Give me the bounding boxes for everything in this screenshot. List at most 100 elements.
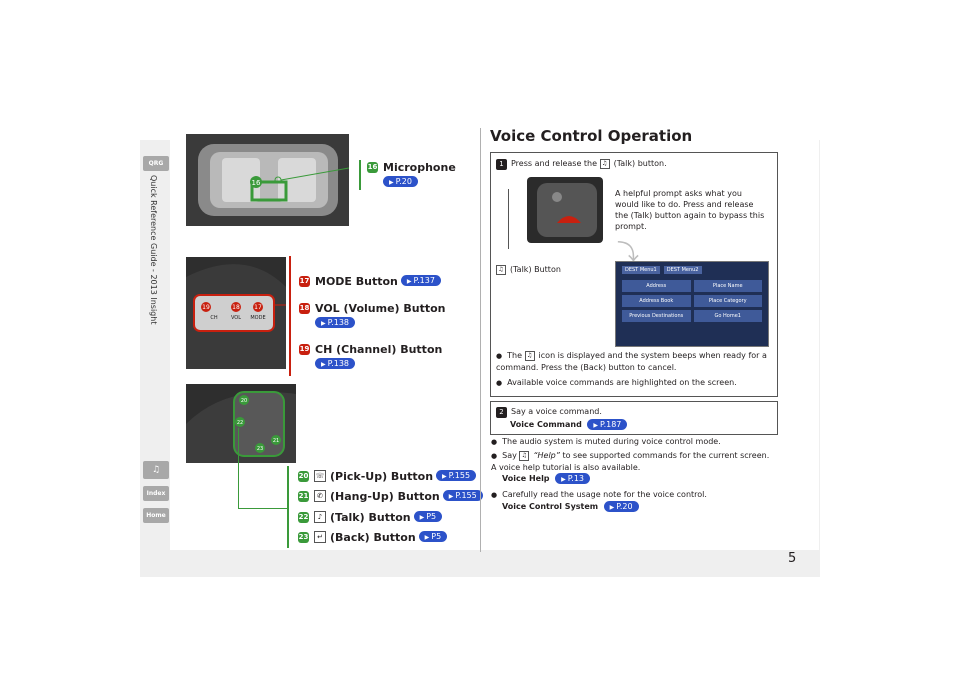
nav-tab: DEST Menu1	[622, 266, 660, 274]
nav-item: Place Name	[693, 280, 762, 292]
pickup-icon: ☏	[314, 470, 326, 482]
talk-label-text: (Talk) Button	[510, 265, 561, 274]
nav-item: Address	[622, 280, 691, 292]
step-number: 2	[496, 407, 507, 418]
voice-command-link[interactable]: Voice Command	[510, 420, 582, 429]
note-text: The audio system is muted during voice c…	[502, 437, 721, 446]
callout-label: CH (Channel) Button	[315, 343, 443, 356]
callout-mode-button: 17 MODE Button P.137	[299, 275, 441, 288]
right-wheel-callout-hline	[238, 508, 288, 509]
callout-number: 22	[298, 512, 309, 523]
voice-help-link[interactable]: Voice Help	[502, 474, 550, 483]
page-ref-link[interactable]: P.187	[587, 419, 628, 430]
left-wheel-callout-line	[289, 256, 291, 376]
callout-talk-button: 22 ♪ (Talk) Button P5	[298, 511, 443, 524]
photo-badge-20: 20	[241, 398, 247, 404]
callout-label: (Hang-Up) Button	[330, 490, 440, 503]
note-text-pre: Say	[502, 451, 517, 460]
callout-number: 23	[298, 532, 309, 543]
talk-button-photo	[527, 177, 603, 243]
step2-instruction: 2 Say a voice command.	[496, 406, 602, 418]
left-wheel-buttons: CH VOL MODE	[210, 315, 265, 321]
page-ref-link[interactable]: P.138	[315, 316, 356, 328]
mic-callout-line	[359, 160, 361, 190]
callout-label: (Pick-Up) Button	[330, 470, 434, 483]
page-ref-link[interactable]: P.137	[400, 275, 441, 286]
note-text: Carefully read the usage note for the vo…	[502, 490, 707, 499]
talk-icon: ♫	[519, 450, 530, 461]
callout-label: VOL (Volume) Button	[315, 302, 446, 315]
photo-badge-22: 22	[237, 420, 243, 426]
talk-pointer-line	[508, 189, 509, 249]
home-tab[interactable]: Home	[143, 508, 169, 523]
step2-text: Say a voice command.	[511, 407, 602, 416]
photo-badge-19: 19	[202, 304, 210, 311]
note-2: Say ♫“Help” to see supported commands fo…	[491, 450, 776, 484]
talk-icon: ♫	[524, 350, 535, 361]
page-ref-link[interactable]: P5	[418, 531, 448, 542]
vol-photo-label: VOL	[231, 315, 241, 321]
callout-ch-button: 19 CH (Channel) Button P.138	[299, 343, 442, 369]
callout-number: 21	[298, 491, 309, 502]
step-number: 1	[496, 159, 507, 170]
callout-label: (Talk) Button	[330, 511, 411, 524]
mic-photo-label: 16	[252, 179, 261, 187]
callout-label: Microphone	[383, 161, 456, 174]
nav-tab: DEST Menu2	[663, 266, 702, 274]
page-ref-link[interactable]: P.155	[436, 470, 477, 481]
page-ref-link[interactable]: P.13	[555, 473, 591, 484]
nav-screen-tabs: DEST Menu1 DEST Menu2	[616, 262, 768, 278]
note-1: The audio system is muted during voice c…	[491, 436, 776, 448]
qrg-tab[interactable]: QRG	[143, 156, 169, 171]
nav-item: Go Home1	[693, 310, 762, 322]
bullet-text: Available voice commands are highlighted…	[507, 378, 737, 387]
page-ref-link[interactable]: P.20	[603, 501, 639, 512]
left-switch-illustration: CH VOL MODE 19 18 17	[186, 264, 286, 369]
back-icon: ↵	[314, 531, 326, 543]
down-arrow-icon: ⤵	[617, 241, 640, 266]
nav-screen: DEST Menu1 DEST Menu2 Address Place Name…	[615, 261, 769, 347]
page-ref-link[interactable]: P.138	[315, 357, 356, 369]
note-3: Carefully read the usage note for the vo…	[491, 489, 776, 512]
step2-link-row: Voice Command P.187	[510, 419, 628, 430]
help-command: “Help”	[533, 451, 560, 460]
voice-control-system-link[interactable]: Voice Control System	[502, 502, 599, 511]
voice-talk-tab[interactable]: ♫	[143, 461, 169, 479]
step1-bullet-1: The ♫icon is displayed and the system be…	[496, 350, 774, 373]
note-text-post: to see supported commands for the curren…	[491, 451, 770, 472]
overhead-console-illustration: 16	[198, 144, 349, 216]
callout-number: 20	[298, 471, 309, 482]
column-divider	[480, 128, 481, 552]
hangup-icon: ✆	[314, 490, 326, 502]
photo-badge-17: 17	[254, 304, 262, 311]
callout-number: 16	[367, 162, 378, 173]
microphone-photo: 16	[186, 134, 349, 226]
left-wheel-photo: CH VOL MODE 19 18 17	[186, 257, 286, 369]
nav-item: Place Category	[693, 295, 762, 307]
bullet-text-post: icon is displayed and the system beeps w…	[496, 351, 767, 372]
step1-bullet-2: Available voice commands are highlighted…	[496, 377, 774, 389]
talk-button-label: ♫ (Talk) Button	[496, 264, 561, 275]
callout-microphone: 16 Microphone P.20	[367, 161, 456, 187]
page-ref-link[interactable]: P.20	[383, 175, 418, 187]
right-wheel-callout-line	[238, 428, 239, 508]
page-ref-link[interactable]: P.155	[442, 490, 483, 501]
callout-label: MODE Button	[315, 275, 398, 288]
photo-badge-23: 23	[257, 446, 263, 452]
callout-back-button: 23 ↵ (Back) Button P5	[298, 531, 448, 544]
callout-hangup-button: 21 ✆ (Hang-Up) Button P.155	[298, 490, 483, 503]
talk-icon: ♫	[496, 264, 506, 275]
bullet-text-pre: The	[507, 351, 522, 360]
prompt-text: A helpful prompt asks what you would lik…	[615, 189, 765, 231]
nav-screen-items: Address Place Name Address Book Place Ca…	[616, 278, 768, 324]
nav-item: Previous Destinations	[622, 310, 691, 322]
talk-button-illustration	[537, 183, 597, 237]
mode-photo-label: MODE	[250, 315, 265, 321]
page-ref-link[interactable]: P5	[413, 511, 443, 522]
right-switch-illustration: 20 22 21 23	[186, 391, 296, 463]
callout-pickup-button: 20 ☏ (Pick-Up) Button P.155	[298, 470, 477, 483]
step1-text-post: (Talk) button.	[613, 159, 667, 168]
index-tab[interactable]: Index	[143, 486, 169, 501]
nav-item: Address Book	[622, 295, 691, 307]
